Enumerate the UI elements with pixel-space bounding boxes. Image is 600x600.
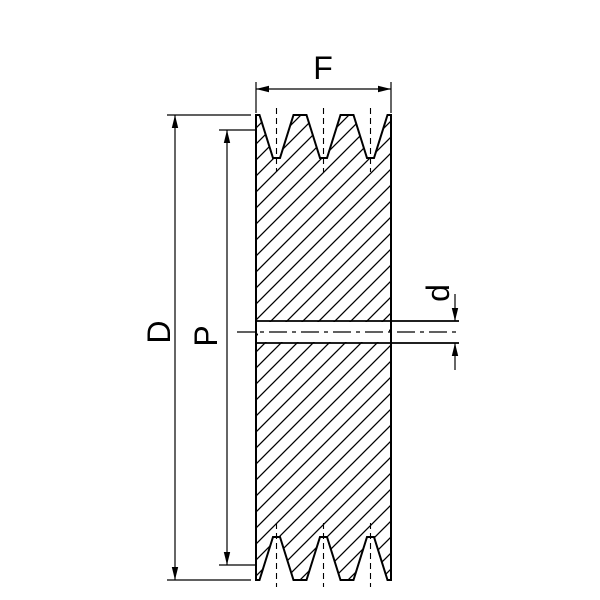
dim-label-face-width: F	[313, 50, 333, 86]
arrowhead-top	[171, 115, 179, 128]
bore-band	[258, 322, 389, 342]
pulley-body-section	[255, 114, 392, 581]
arrowhead-down	[451, 308, 459, 321]
arrowhead-left	[256, 85, 269, 93]
dim-bore-diameter: d	[420, 284, 459, 370]
arrowhead-bottom	[223, 552, 231, 565]
arrowhead-up	[451, 343, 459, 356]
dim-label-outer-diameter: D	[141, 320, 177, 343]
dim-pitch-diameter: P	[188, 129, 256, 566]
arrowhead-right	[378, 85, 391, 93]
arrowhead-top	[223, 130, 231, 143]
dim-label-pitch-diameter: P	[188, 325, 224, 346]
dim-outer-diameter: D	[141, 114, 251, 581]
groove-centerlines	[275, 108, 372, 587]
dim-face-width: F	[255, 50, 392, 113]
dim-label-bore-diameter: d	[420, 284, 456, 302]
arrowhead-bottom	[171, 567, 179, 580]
